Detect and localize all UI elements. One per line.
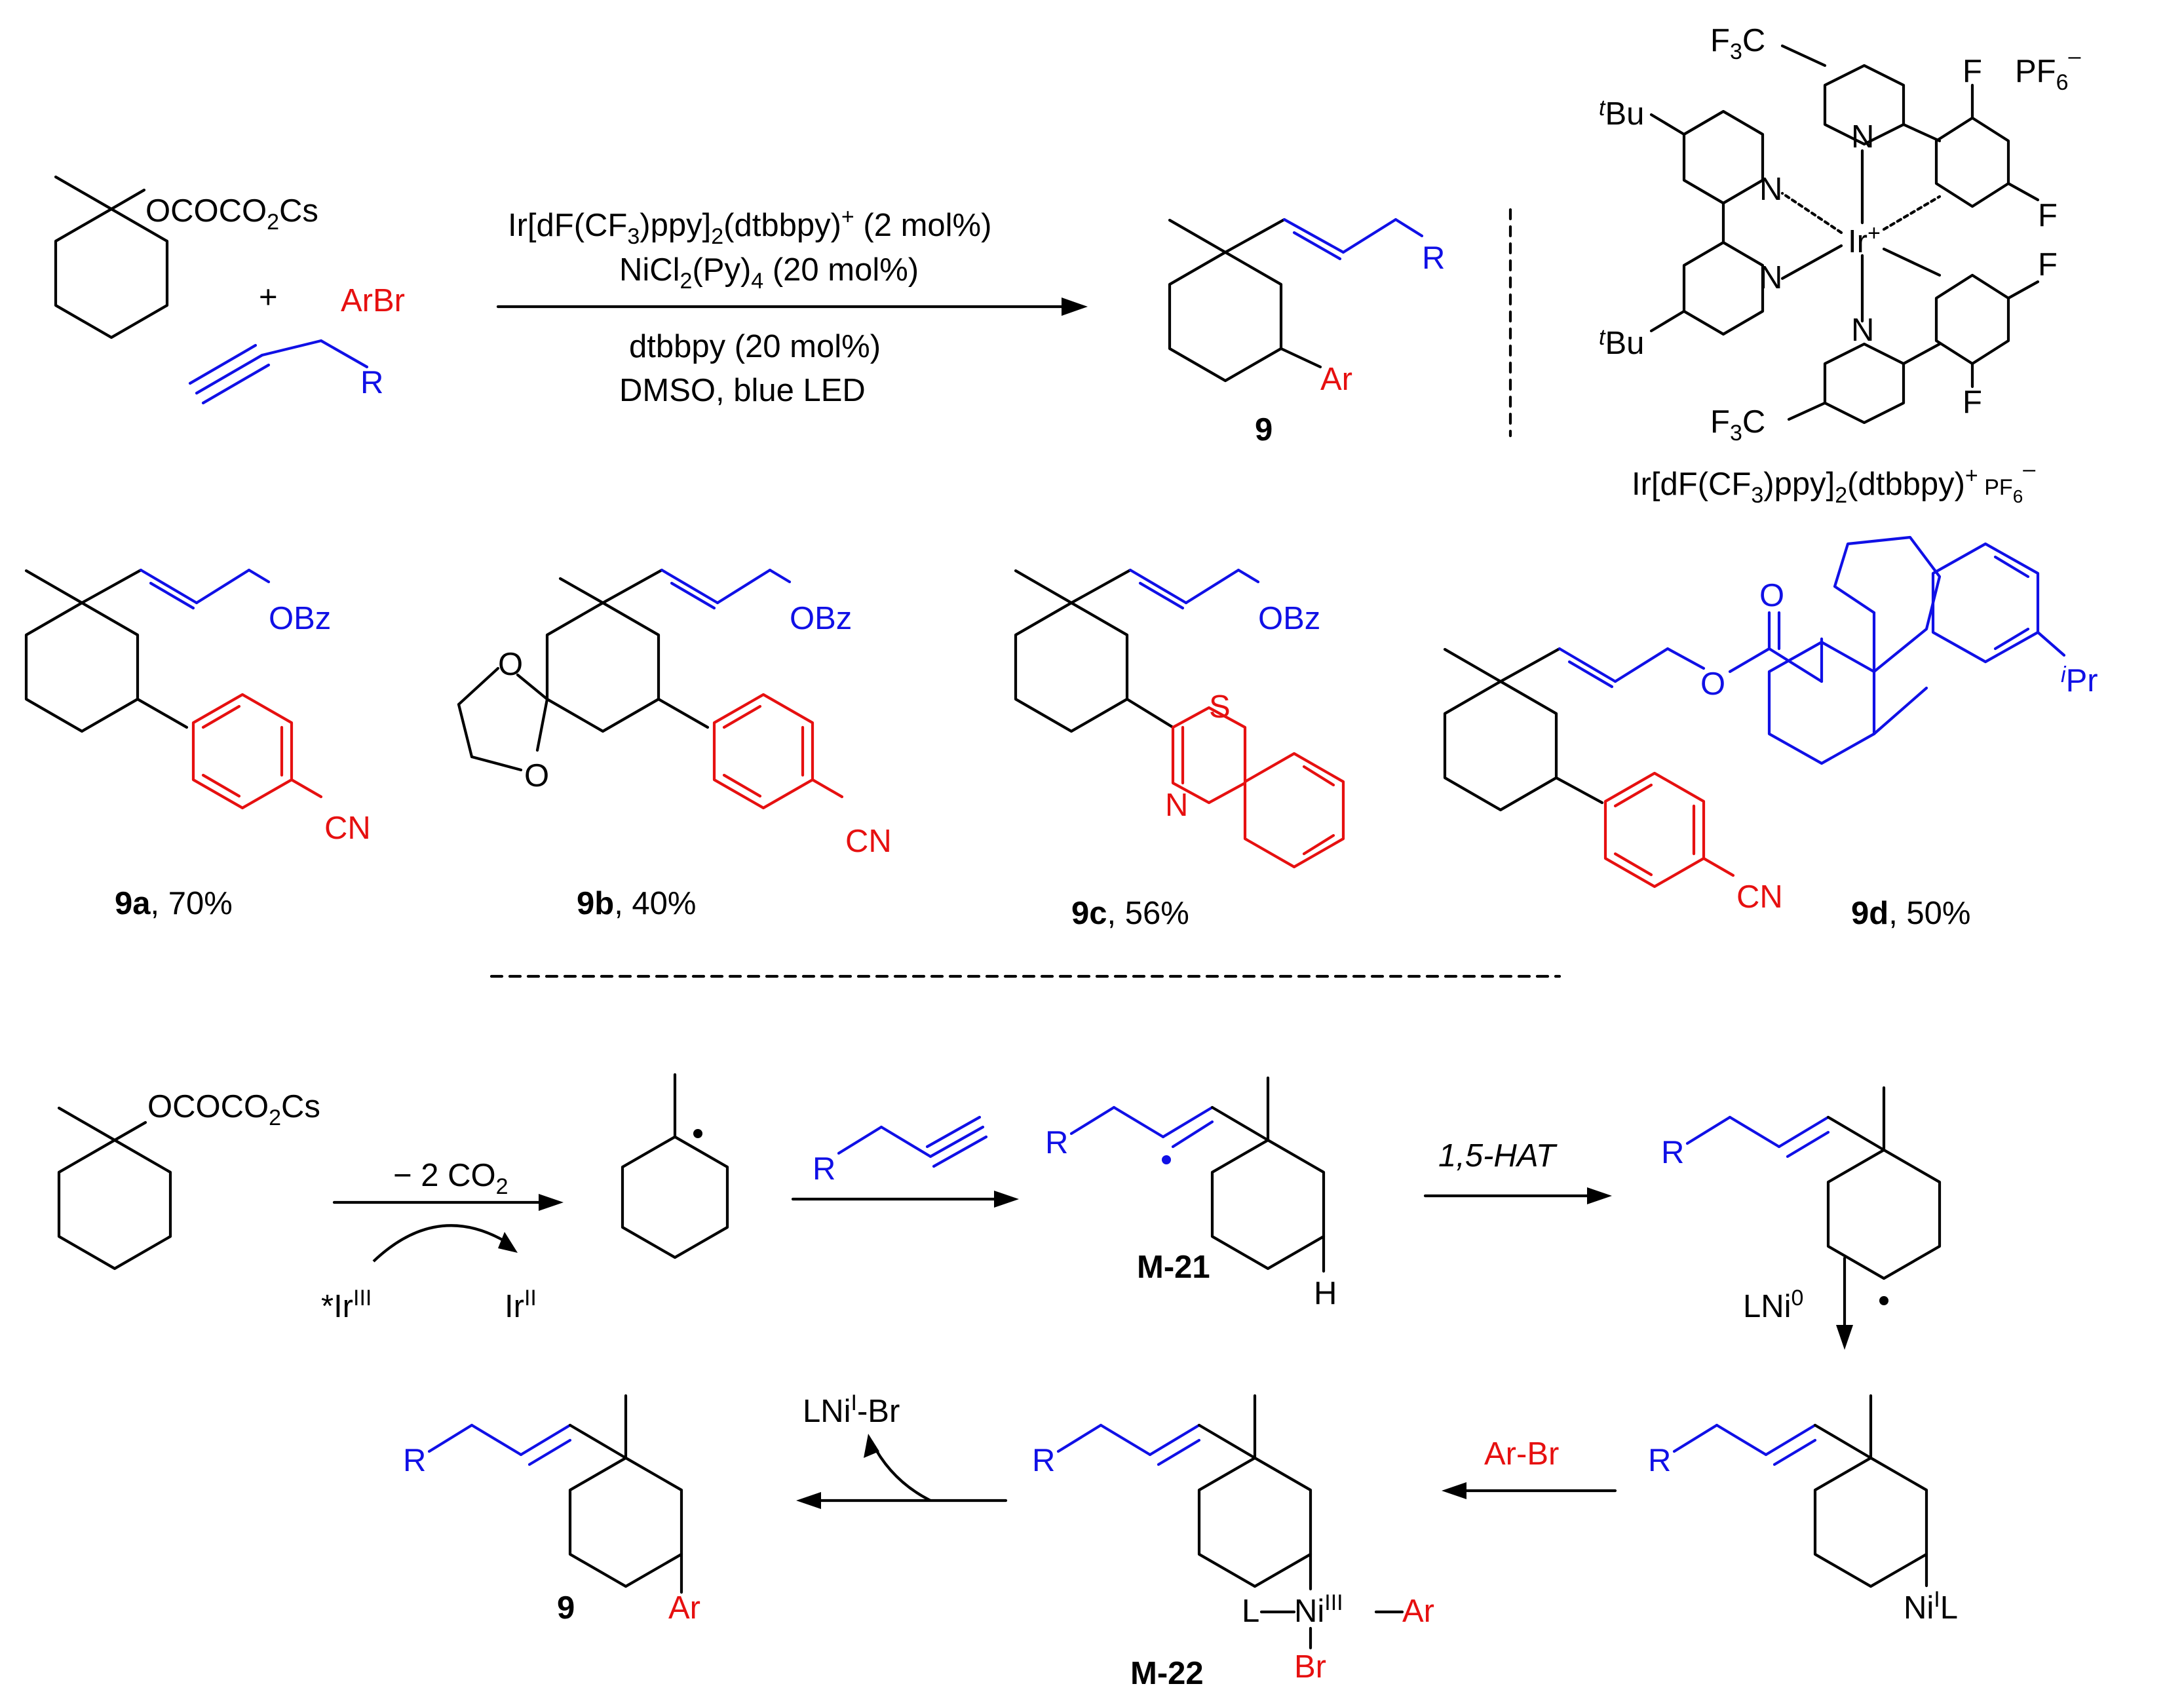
- product-ar-label: Ar: [1320, 362, 1352, 397]
- hat-label: 1,5-HAT: [1438, 1138, 1558, 1174]
- ir-center: Ir+: [1848, 221, 1881, 259]
- product-r-label: R: [1422, 240, 1445, 276]
- condition-2: NiCl2(Py)4 (20 mol%): [619, 252, 919, 294]
- rad-r: R: [1661, 1135, 1684, 1170]
- cn-9a: CN: [324, 811, 371, 846]
- tail-9b: OBz: [790, 601, 852, 636]
- example-9c: OBz S N 9c, 56%: [1014, 568, 1345, 931]
- m22-ni: NiIII: [1294, 1590, 1343, 1629]
- hat-arrow: 1,5-HAT: [1423, 1138, 1612, 1204]
- cn-9d: CN: [1736, 879, 1783, 915]
- ir-ii: IrII: [505, 1286, 537, 1324]
- f-2: F: [2038, 198, 2058, 233]
- final-r: R: [403, 1443, 426, 1478]
- o-9b-1: O: [498, 647, 523, 682]
- n-9c: N: [1165, 788, 1188, 823]
- m22-r: R: [1032, 1443, 1055, 1478]
- radical-addition-arrow: R: [791, 1115, 1019, 1208]
- o-9b-2: O: [524, 758, 549, 794]
- n-bottom: N: [1851, 313, 1874, 348]
- f-1: F: [1963, 54, 1982, 89]
- final-product-9: R Ar 9: [403, 1394, 700, 1626]
- secondary-radical: R: [1661, 1086, 1942, 1305]
- o-9d-carbonyl: O: [1759, 578, 1784, 613]
- m22-label: M-22: [1130, 1656, 1204, 1691]
- final-9-label: 9: [557, 1590, 575, 1626]
- arbr-mech: Ar-Br: [1484, 1436, 1559, 1472]
- oxidative-addition-arrow: Ar-Br: [1442, 1436, 1617, 1499]
- m21-label: M-21: [1137, 1250, 1210, 1285]
- mech-substrate: OCOCO2Cs: [57, 1089, 320, 1271]
- nialkyl-r: R: [1648, 1443, 1671, 1478]
- example-9a: OBz CN 9a, 70%: [24, 568, 371, 921]
- pf6-label: PF6–: [2015, 44, 2081, 95]
- label-9a: 9a, 70%: [115, 886, 233, 921]
- m21-h: H: [1314, 1276, 1337, 1311]
- tail-9c: OBz: [1258, 601, 1320, 636]
- cf3-bottom: F3C: [1710, 404, 1765, 446]
- condition-1: Ir[dF(CF3)ppy]2(dtbbpy)+ (2 mol%): [508, 204, 991, 249]
- reductive-elimination-arrow: LNiI-Br: [796, 1390, 1008, 1509]
- minus-2co2: − 2 CO2: [393, 1158, 508, 1199]
- nil-label: NiIL: [1904, 1587, 1958, 1626]
- tail-9a: OBz: [269, 601, 331, 636]
- m21-r: R: [1045, 1125, 1068, 1160]
- condition-4: DMSO, blue LED: [619, 373, 866, 408]
- label-9c: 9c, 56%: [1071, 896, 1189, 931]
- label-9d: 9d, 50%: [1851, 896, 1971, 931]
- ir-iii: *IrIII: [321, 1286, 372, 1324]
- f-3: F: [2038, 247, 2058, 282]
- example-9d: O O iPr CN 9d, 50%: [1443, 535, 2098, 931]
- label-9b: 9b, 40%: [577, 886, 697, 921]
- decarboxylation-arrow: − 2 CO2 *IrIII IrII: [321, 1158, 564, 1324]
- intermediate-m21: R H M-21: [1045, 1076, 1337, 1311]
- plus-sign: +: [259, 280, 278, 315]
- m22-l: L: [1242, 1594, 1259, 1629]
- catalyst-name: Ir[dF(CF3)ppy]2(dtbbpy)+ PF6–: [1632, 457, 2035, 508]
- lnibr-label: LNiI-Br: [803, 1390, 900, 1429]
- alkyne-r-mech: R: [813, 1151, 835, 1187]
- cn-9b: CN: [845, 824, 892, 859]
- alkyne-r-label: R: [360, 365, 383, 400]
- example-9b: OBz O O CN 9b, 40%: [457, 568, 892, 921]
- tbu-bottom: tBu: [1599, 325, 1644, 361]
- ni0-capture-arrow: LNi0: [1743, 1256, 1853, 1350]
- s-9c: S: [1209, 689, 1231, 725]
- ni-alkyl-intermediate: R NiIL: [1648, 1394, 1958, 1626]
- m22-br: Br: [1294, 1649, 1326, 1685]
- substrate-label: OCOCO2Cs: [145, 193, 318, 235]
- final-ar: Ar: [668, 1590, 700, 1626]
- cf3-top: F3C: [1710, 23, 1765, 64]
- product-9-general: R Ar 9: [1168, 218, 1445, 448]
- lni0-label: LNi0: [1743, 1286, 1803, 1324]
- m22-ar: Ar: [1402, 1594, 1434, 1629]
- alkyne-reagent: R: [188, 339, 383, 405]
- n-top: N: [1851, 119, 1874, 155]
- reaction-arrow-top: Ir[dF(CF3)ppy]2(dtbbpy)+ (2 mol%) NiCl2(…: [496, 204, 1088, 408]
- substrate-oxalate: OCOCO2Cs: [54, 175, 318, 339]
- tertiary-radical: [621, 1073, 729, 1259]
- product-9-id: 9: [1255, 412, 1273, 448]
- mech-substrate-label: OCOCO2Cs: [147, 1089, 320, 1130]
- ir-catalyst-structure: Ir+ N F3C F F PF6– N tBu N tBu N F3C: [1599, 23, 2081, 508]
- f-4: F: [1963, 385, 1982, 420]
- tbu-top: tBu: [1599, 96, 1644, 132]
- condition-3: dtbbpy (20 mol%): [629, 329, 881, 364]
- arbr-label: ArBr: [341, 283, 405, 318]
- o-9d-ester: O: [1700, 666, 1725, 702]
- ipr-9d: iPr: [2061, 662, 2098, 698]
- intermediate-m22: R L NiIII Ar Br M-22: [1032, 1394, 1434, 1691]
